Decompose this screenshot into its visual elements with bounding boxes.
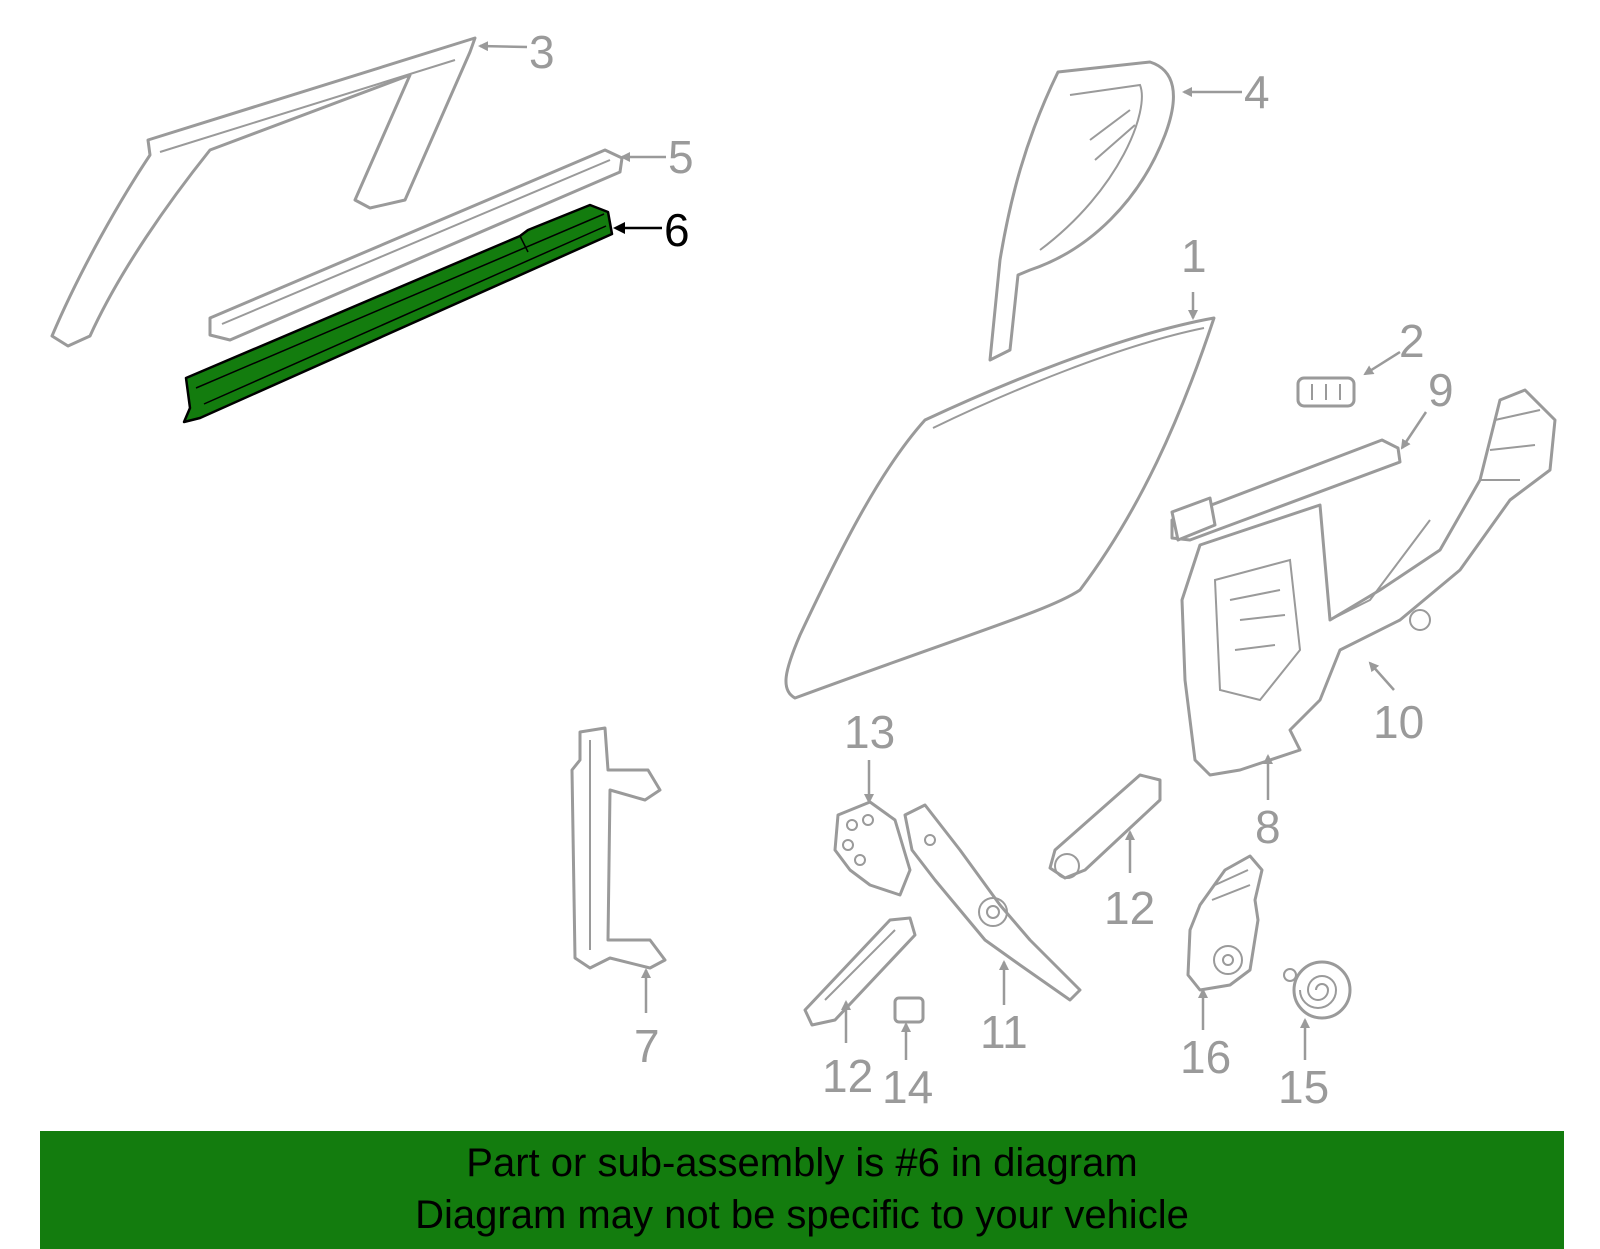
callout-10: 10: [1373, 696, 1424, 748]
info-banner: Part or sub-assembly is #6 in diagram Di…: [40, 1131, 1564, 1249]
leader-lines: [478, 41, 1428, 1060]
part-12-upper-slide: [1048, 773, 1162, 880]
callout-15: 15: [1278, 1061, 1329, 1113]
callout-9: 9: [1428, 364, 1454, 416]
banner-line-2: Diagram may not be specific to your vehi…: [415, 1193, 1189, 1237]
callout-3: 3: [529, 26, 555, 78]
callout-11: 11: [980, 1006, 1028, 1058]
part-16-motor: [1186, 854, 1264, 992]
part-15-spring: [1283, 960, 1352, 1020]
part-13-bracket: [833, 800, 912, 897]
part-10-regulator-assembly: [1180, 388, 1557, 777]
callout-5: 5: [668, 131, 694, 183]
callout-7: 7: [634, 1020, 660, 1072]
callout-2: 2: [1399, 315, 1425, 367]
callout-8: 8: [1255, 801, 1281, 853]
callout-4: 4: [1244, 66, 1270, 118]
part-5-belt-strip: [208, 148, 624, 342]
part-1-door-glass: [784, 316, 1216, 700]
part-9-run-channel: [1170, 438, 1402, 542]
banner-line-1: Part or sub-assembly is #6 in diagram: [466, 1141, 1138, 1185]
part-6-shape: [182, 203, 614, 424]
callout-16: 16: [1180, 1031, 1231, 1083]
callout-12-lower: 12: [822, 1050, 873, 1102]
callout-14: 14: [882, 1061, 933, 1113]
callout-12-upper: 12: [1104, 882, 1155, 934]
callout-1: 1: [1181, 230, 1207, 282]
parts-diagram: 1 2 3 4 5 6 7 8 9 10 11 12 12 13 14 15 1…: [50, 26, 1557, 1113]
part-4-vent-window: [988, 60, 1175, 362]
part-11-regulator-arm: [903, 803, 1082, 1002]
part-12-lower-slide: [803, 916, 917, 1027]
part-3-door-frame: [50, 36, 477, 348]
part-6-weatherstrip-highlighted: [182, 203, 614, 424]
part-7-rear-channel: [570, 726, 667, 970]
part-2-clip: [1296, 376, 1356, 408]
callout-6: 6: [664, 204, 690, 256]
callout-13: 13: [844, 706, 895, 758]
part-14-nut: [893, 996, 925, 1024]
